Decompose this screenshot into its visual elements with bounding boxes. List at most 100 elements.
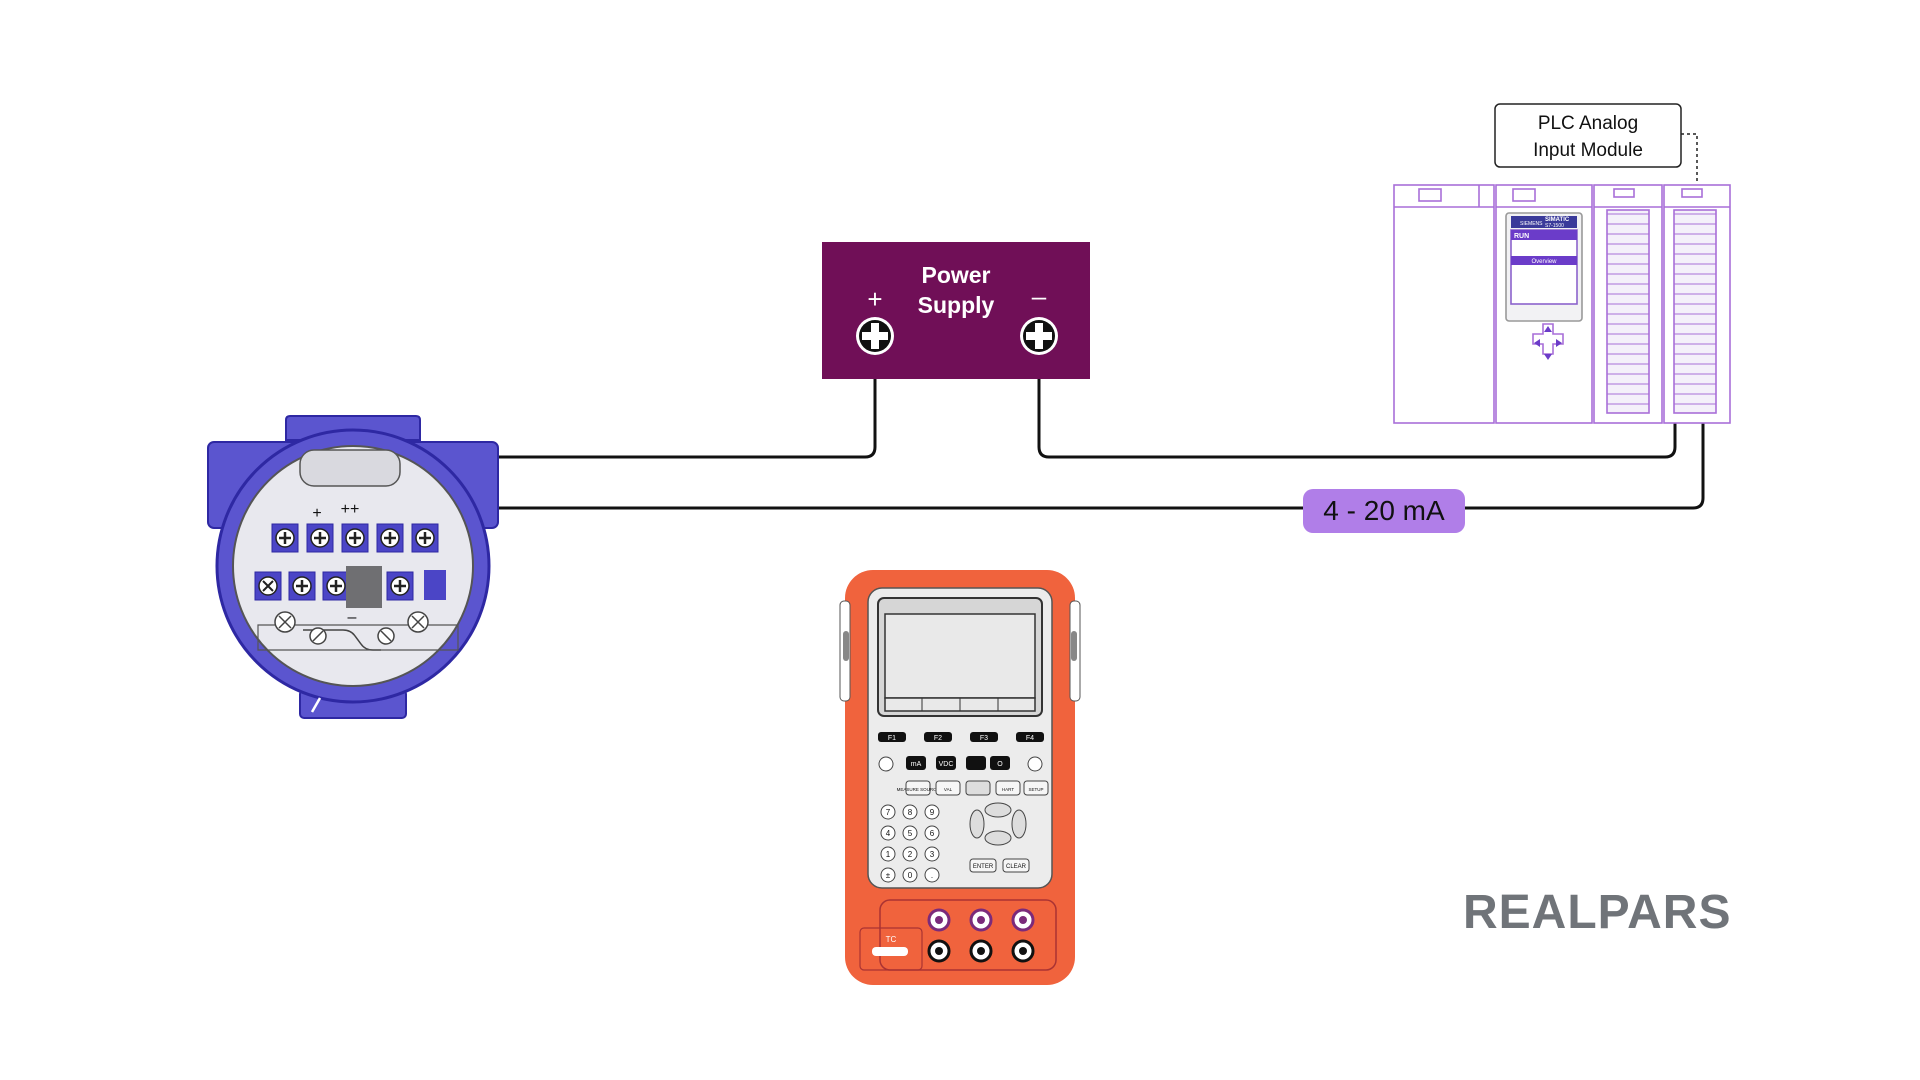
plc-brand-label: SIEMENS: [1520, 221, 1543, 227]
numpad-key-label: 0: [908, 871, 913, 880]
numpad-key-label: 5: [908, 829, 913, 838]
numpad-key[interactable]: [880, 867, 896, 883]
terminal-screw-icon: [322, 571, 350, 601]
terminal-plusplus-label: ++: [341, 501, 360, 518]
plc-callout-line2: Input Module: [1533, 140, 1643, 161]
function-key-label: F2: [934, 735, 942, 742]
clear-key[interactable]: [1002, 858, 1030, 873]
numpad-key-label: 2: [908, 850, 913, 859]
mode-key-label: VDC: [939, 761, 954, 768]
numpad-key-label: 4: [886, 829, 891, 838]
numpad-key[interactable]: [902, 825, 918, 841]
pressure-transmitter: + ++ –: [207, 415, 499, 719]
soft-key[interactable]: [935, 780, 961, 796]
terminal-minus-label: –: [348, 609, 357, 626]
numpad-key-label: .: [931, 871, 933, 880]
function-key[interactable]: [1016, 732, 1044, 742]
arrow-up-key[interactable]: [984, 802, 1012, 818]
numpad-key[interactable]: [880, 804, 896, 820]
arrow-left-key[interactable]: [969, 809, 985, 839]
wire-supply-minus-to-plc: [1037, 378, 1677, 459]
terminal-screw-icon: [376, 523, 404, 553]
signal-label: 4 - 20 mA: [1323, 495, 1445, 526]
mode-key[interactable]: [936, 756, 956, 770]
terminal-screw-icon: [306, 523, 334, 553]
numpad-key-label: 7: [886, 808, 891, 817]
terminal-screw-icon: [271, 523, 299, 553]
soft-key[interactable]: [1023, 780, 1049, 796]
mode-key[interactable]: [906, 756, 926, 770]
numpad-key[interactable]: [924, 846, 940, 862]
soft-key-label: SETUP: [1028, 787, 1043, 792]
function-key[interactable]: [878, 732, 906, 742]
terminal-plus-label: +: [312, 505, 321, 522]
numpad-key[interactable]: [924, 867, 940, 883]
callout-leader-line: [1681, 133, 1698, 183]
numpad-key[interactable]: [902, 804, 918, 820]
soft-key-label: MEASURE SOURCE: [897, 787, 940, 792]
plc-status-label: RUN: [1514, 233, 1529, 240]
plc-model-line2: S7-1500: [1545, 223, 1564, 229]
numpad-key[interactable]: [902, 846, 918, 862]
hart-calibrator: TC F1 F2 F3 F4 mA VDC O MEASURE SOURCE VAL HART SE…: [839, 570, 1081, 985]
plus-terminal-screw-icon: [856, 317, 894, 355]
function-key-label: F1: [888, 735, 896, 742]
terminal-screw-icon: [411, 523, 439, 553]
mode-key[interactable]: [966, 756, 986, 770]
numpad-key[interactable]: [924, 825, 940, 841]
wire-transmitter-to-supply-plus: [496, 378, 877, 459]
mode-key-label: mA: [911, 761, 922, 768]
power-supply-minus-label: –: [1032, 281, 1047, 311]
numpad-key[interactable]: [924, 804, 940, 820]
function-key-label: F4: [1026, 735, 1034, 742]
soft-key-label: HART: [1002, 787, 1014, 792]
signal-badge: 4 - 20 mA: [1303, 489, 1465, 533]
calibrator-tc-label: TC: [886, 935, 897, 944]
power-supply-title-line2: Supply: [918, 292, 995, 318]
numpad-key-label: 8: [908, 808, 913, 817]
arrow-down-key[interactable]: [984, 830, 1012, 846]
function-key[interactable]: [970, 732, 998, 742]
backlight-button-icon[interactable]: [1027, 756, 1043, 772]
terminal-x-screw-icon: [254, 571, 282, 601]
numpad-key[interactable]: [880, 846, 896, 862]
clear-key-label: CLEAR: [1006, 864, 1027, 870]
power-button-icon[interactable]: [878, 756, 894, 772]
soft-key[interactable]: [995, 780, 1021, 796]
terminal-screw-icon: [288, 571, 316, 601]
numpad-key[interactable]: [902, 867, 918, 883]
enter-key[interactable]: [969, 858, 997, 873]
power-supply: Power Supply + –: [822, 242, 1090, 379]
plc-screen-button: Overview: [1531, 259, 1557, 265]
power-supply-plus-label: +: [867, 284, 882, 314]
ground-screw-icon: [274, 611, 429, 645]
plc-dpad-icon: [1532, 323, 1564, 360]
power-supply-title-line1: Power: [921, 262, 990, 288]
mode-key[interactable]: [990, 756, 1010, 770]
soft-key-label: VAL: [944, 787, 953, 792]
numpad-key-label: 1: [886, 850, 891, 859]
numpad-key-label: 9: [930, 808, 935, 817]
numpad-key[interactable]: [880, 825, 896, 841]
soft-key[interactable]: [965, 780, 991, 796]
numpad-key-label: ±: [886, 871, 891, 880]
numpad-key-label: 6: [930, 829, 935, 838]
plc-callout-line1: PLC Analog: [1538, 113, 1638, 134]
numpad-key-label: 3: [930, 850, 935, 859]
plc-callout-box: [1494, 103, 1682, 168]
realpars-logo: REALPARS: [1463, 886, 1731, 939]
plc-rack: PLC Analog Input Module SIEMENS SIMATIC …: [1393, 103, 1731, 424]
function-key[interactable]: [924, 732, 952, 742]
mode-key-label: O: [997, 761, 1003, 768]
rotation-marker: [310, 697, 322, 713]
minus-terminal-screw-icon: [1020, 317, 1058, 355]
function-key-label: F3: [980, 735, 988, 742]
arrow-right-key[interactable]: [1011, 809, 1027, 839]
plc-model-line1: SIMATIC: [1545, 217, 1570, 223]
soft-key[interactable]: [905, 780, 931, 796]
terminal-screw-icon: [341, 523, 369, 553]
wires: [496, 378, 1705, 510]
terminal-screw-icon: [386, 571, 414, 601]
enter-key-label: ENTER: [973, 864, 994, 870]
